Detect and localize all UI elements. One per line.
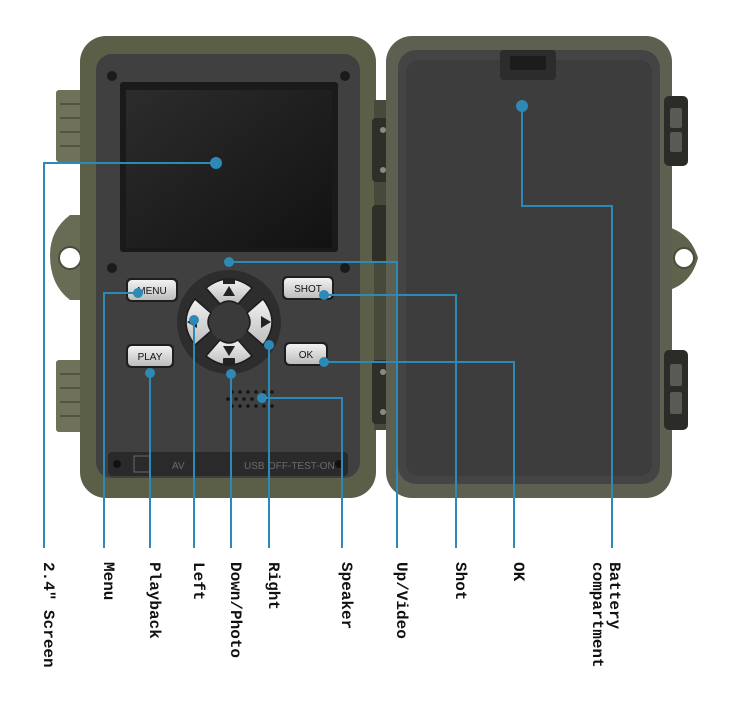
label-left: Left [189,562,207,601]
callout-line-up-video [229,261,398,548]
label-screen: 2.4" Screen [39,562,57,668]
callout-line-battery [521,106,613,548]
camera-icon [223,358,235,365]
play-button-label: PLAY [138,352,163,363]
directional-pad [177,270,281,374]
label-playback: Playback [145,562,163,639]
label-shot: Shot [451,562,469,601]
callout-lines [43,106,613,548]
callout-line-menu [103,292,138,548]
av-port-label: AV [172,461,185,472]
mode-switch-label: OFF-TEST-ON [268,461,335,472]
label-down-photo: Down/Photo [226,562,244,659]
right-button[interactable] [246,297,273,347]
menu-button-label: MENU [137,286,166,297]
play-button[interactable]: PLAY [126,344,174,368]
camera-back-door [386,36,698,498]
ok-button-label: OK [299,350,314,361]
menu-button[interactable]: MENU [126,278,178,302]
shot-button-label: SHOT [294,284,322,295]
callout-dots [133,100,528,403]
down-arrow-icon [223,346,235,356]
battery-compartment [406,60,652,476]
label-battery: Battery compartment [588,562,623,668]
down-photo-button[interactable] [204,339,254,366]
callout-line-shot [324,294,457,548]
callout-line-ok [324,361,515,548]
clip-bottom [664,350,688,430]
up-arrow-icon [223,286,235,296]
up-video-button[interactable] [204,278,254,305]
label-ok: OK [509,562,527,582]
callout-line-screen [43,162,216,548]
ok-button[interactable]: OK [284,342,328,366]
usb-port-label: USB [244,461,265,472]
callout-line-speaker [262,397,343,548]
video-icon [223,278,235,284]
right-arrow-icon [261,316,271,328]
connector-panel [108,452,348,476]
label-up-video: Up/Video [392,562,410,639]
clip-top [664,96,688,166]
lcd-screen [126,90,332,248]
label-speaker: Speaker [337,562,355,630]
label-right: Right [264,562,282,611]
camera-front-body: AV USB OFF-TEST-ON [50,36,376,498]
label-menu: Menu [99,562,117,601]
